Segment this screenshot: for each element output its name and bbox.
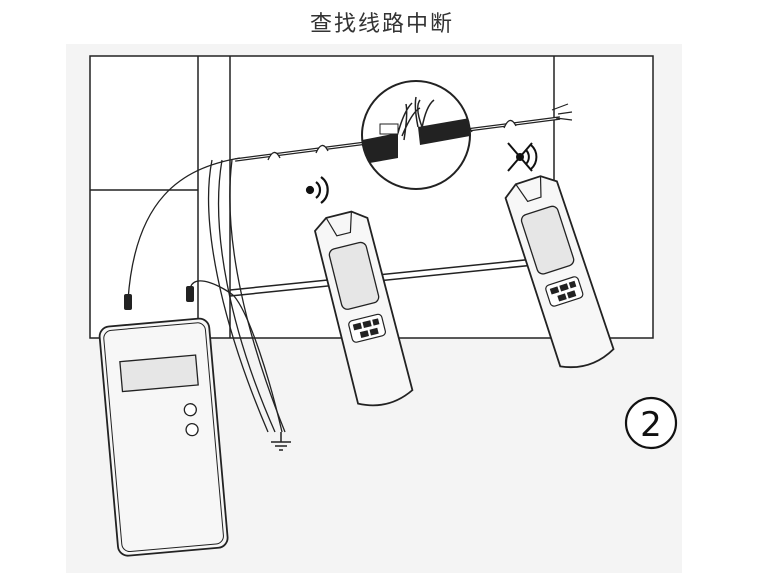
transmitter-button-1 bbox=[183, 403, 197, 417]
transmitter-button-2 bbox=[185, 422, 199, 437]
receiver-probe-idle bbox=[504, 175, 615, 369]
transmitter-screen bbox=[119, 354, 199, 393]
transmitter-device bbox=[98, 317, 229, 557]
break-magnifier bbox=[361, 80, 471, 190]
signal-wave-icon bbox=[305, 176, 329, 204]
step-number: 2 bbox=[640, 405, 662, 445]
test-leads bbox=[127, 157, 286, 433]
page-title: 查找线路中断 bbox=[309, 12, 454, 37]
lead-plugs bbox=[124, 286, 194, 310]
no-signal-icon bbox=[507, 142, 538, 172]
illustration: 2 bbox=[66, 44, 682, 573]
step-badge: 2 bbox=[624, 396, 678, 450]
ground-icon bbox=[271, 432, 291, 451]
receiver-probe-active bbox=[314, 210, 414, 407]
